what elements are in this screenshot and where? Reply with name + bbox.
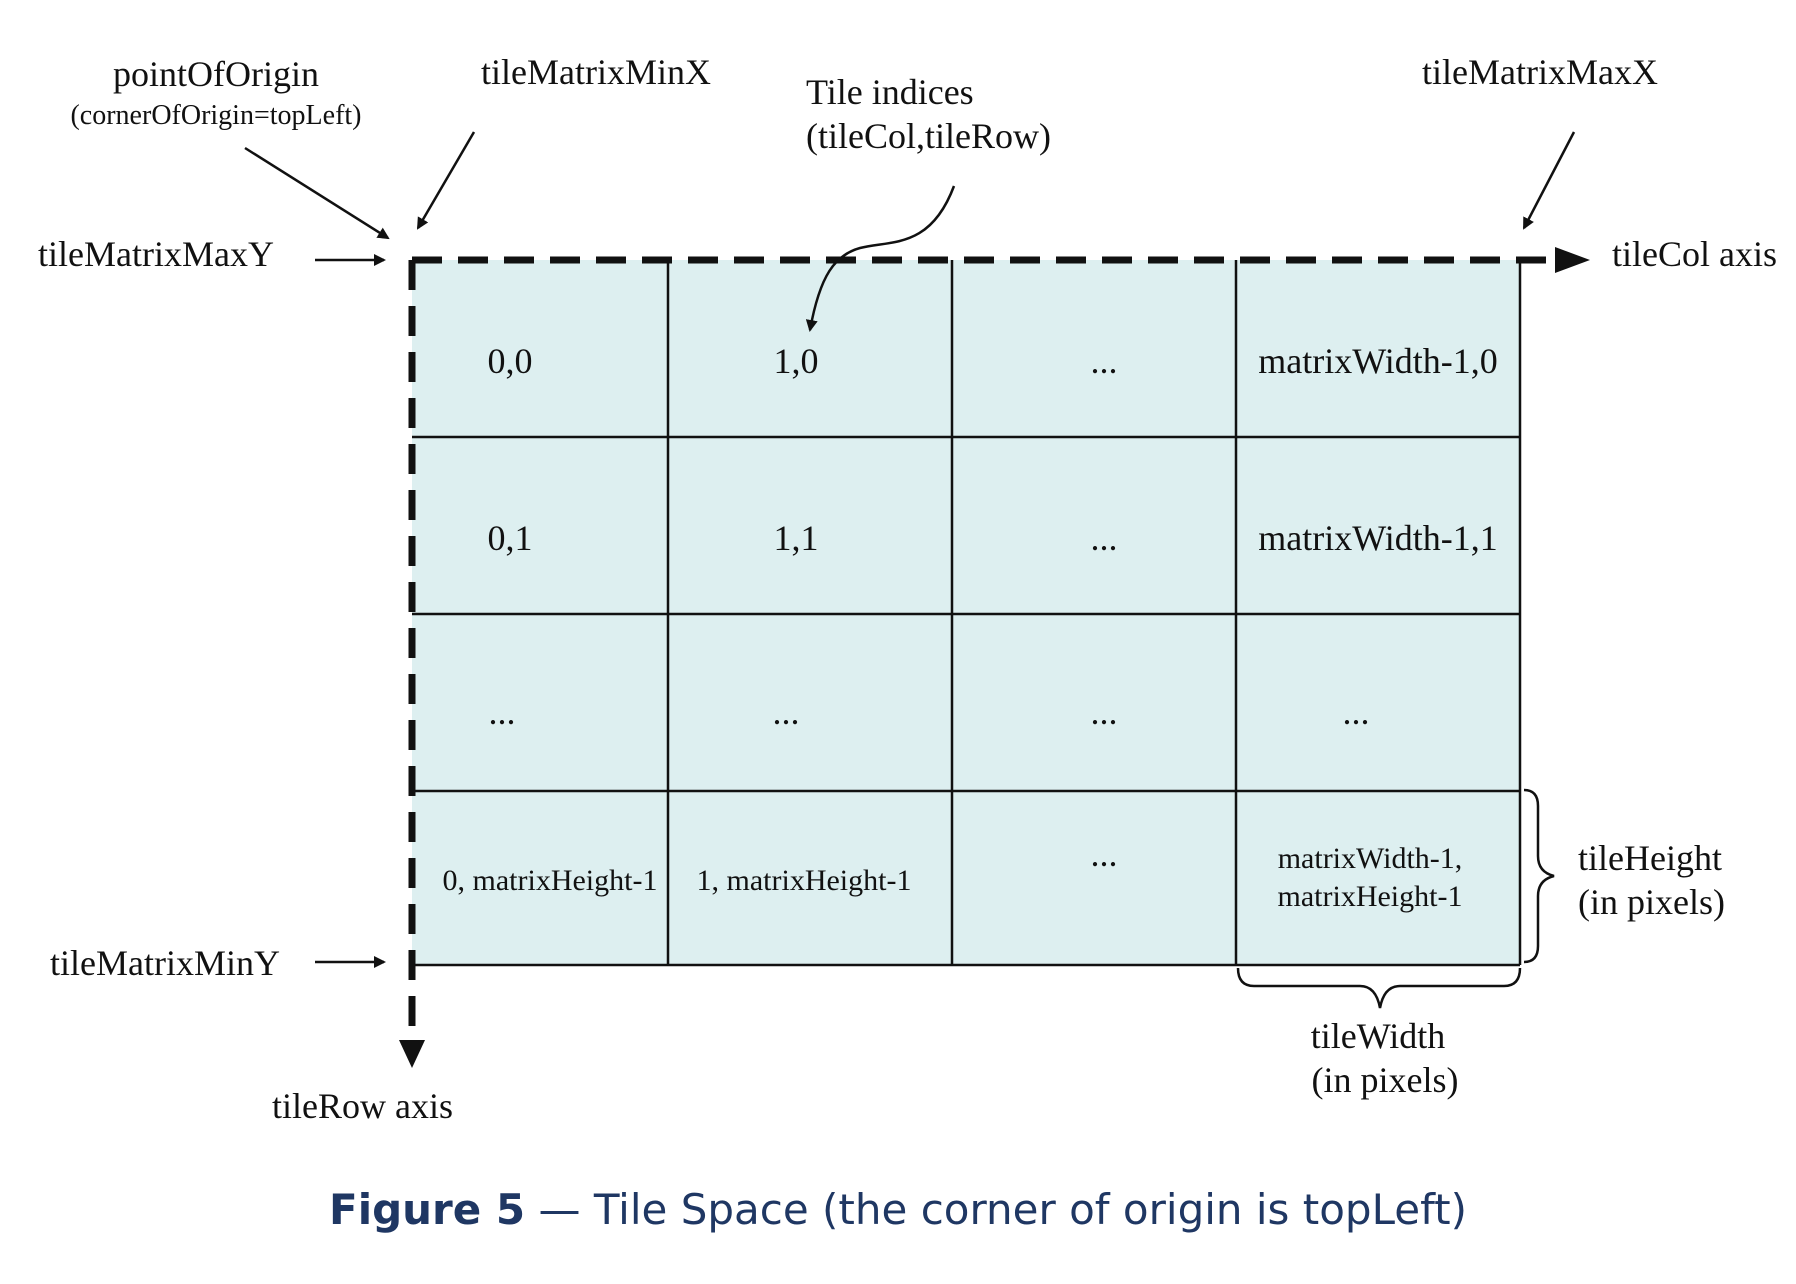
tile-col-axis-arrowhead [1555, 247, 1590, 273]
tile-cell: ... [1091, 834, 1118, 874]
tile-row-axis-arrowhead [399, 1040, 425, 1068]
figure-number: Figure 5 [329, 1185, 526, 1234]
tile-cell: matrixWidth-1,0 [1258, 341, 1498, 381]
tile-height-brace [1523, 788, 1555, 964]
tile-row-axis-label: tileRow axis [272, 1086, 453, 1126]
tile-grid-lines [412, 260, 1522, 967]
tile-cell: 1,0 [774, 341, 819, 381]
tile-matrix-max-y-label: tileMatrixMaxY [38, 234, 274, 274]
tile-matrix-min-x-arrow [416, 131, 476, 230]
tile-cell: 1, matrixHeight-1 [697, 864, 912, 897]
tile-cell: 0,1 [488, 518, 533, 558]
tile-cell: ... [1091, 341, 1118, 381]
tile-matrix-max-x-arrow [1522, 131, 1576, 230]
tile-indices-label-line2: (tileCol,tileRow) [806, 116, 1051, 156]
tile-cell: 0, matrixHeight-1 [443, 864, 658, 897]
tile-matrix-min-y-label: tileMatrixMinY [50, 943, 280, 983]
tile-matrix-min-x-label: tileMatrixMinX [481, 52, 711, 92]
tile-height-label-line1: tileHeight [1578, 838, 1722, 878]
tile-cell: 0,0 [488, 341, 533, 381]
corner-of-origin-label: (cornerOfOrigin=topLeft) [70, 100, 361, 131]
tile-space-diagram: pointOfOrigin (cornerOfOrigin=topLeft) t… [38, 52, 1777, 1126]
caption-text: Tile Space (the corner of origin is topL… [593, 1185, 1467, 1234]
tile-indices-label-line1: Tile indices [806, 72, 974, 112]
caption-separator: — [525, 1185, 594, 1234]
tile-cell: ... [1091, 518, 1118, 558]
tile-matrix-background [412, 260, 1520, 965]
tile-indices-arrow [805, 185, 956, 332]
tile-cell: matrixWidth-1,1 [1258, 518, 1498, 558]
tile-width-brace [1236, 967, 1522, 1009]
tile-col-axis-label: tileCol axis [1612, 234, 1777, 274]
tile-matrix-max-x-label: tileMatrixMaxX [1422, 52, 1658, 92]
tile-cell: ... [1343, 692, 1370, 732]
tile-cell: matrixWidth-1, [1278, 842, 1463, 875]
tile-cell: 1,1 [774, 518, 819, 558]
tile-cell: matrixHeight-1 [1278, 880, 1463, 913]
tile-height-label-line2: (in pixels) [1578, 882, 1725, 922]
tile-width-label-line1: tileWidth [1311, 1016, 1446, 1056]
point-of-origin-arrow [244, 146, 390, 240]
annotation-arrows [244, 131, 1576, 968]
tile-cell: ... [1091, 692, 1118, 732]
tile-cell-labels: 0,0 1,0 ... matrixWidth-1,0 0,1 1,1 ... … [443, 341, 1498, 913]
point-of-origin-label: pointOfOrigin [113, 54, 319, 94]
figure-caption: Figure 5 — Tile Space (the corner of ori… [0, 1185, 1796, 1234]
tile-width-label-line2: (in pixels) [1312, 1060, 1459, 1100]
tile-cell: ... [489, 692, 516, 732]
tile-cell: ... [773, 692, 800, 732]
